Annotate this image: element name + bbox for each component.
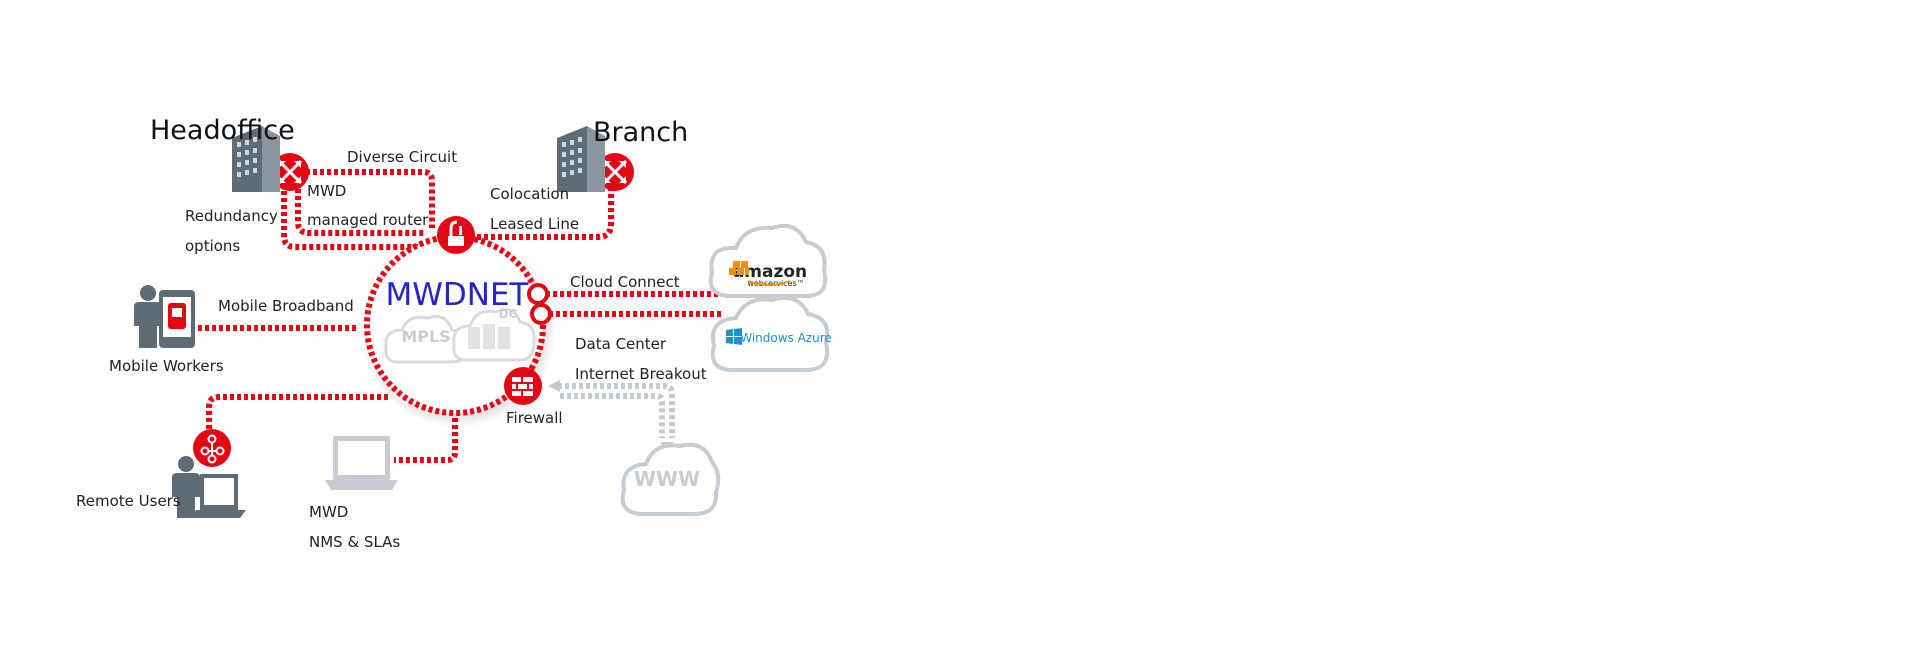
breakout-arrow-left — [548, 380, 560, 392]
firewall-icon — [504, 367, 542, 405]
managed-router-icon — [437, 216, 475, 254]
remote-users-label: Remote Users — [76, 492, 181, 510]
firewall-label: Firewall — [506, 409, 563, 427]
headoffice-building-icon — [232, 126, 280, 192]
windows-logo-icon — [726, 328, 742, 345]
amazon-logo-subtext: webservices™ — [747, 279, 804, 288]
nms-laptop-icon — [325, 436, 398, 490]
mwd-label: MWD — [307, 182, 346, 200]
cloud-connect-label: Cloud Connect — [570, 273, 680, 291]
headoffice-loop-inner — [295, 189, 425, 236]
dc-label: DC — [499, 307, 518, 321]
redundancy-label: Redundancy — [185, 207, 278, 225]
mobile-broadband-label: Mobile Broadband — [218, 297, 354, 315]
nms-slas-label: NMS & SLAs — [309, 533, 400, 551]
mpls-cloud-icon: MPLS — [384, 315, 468, 364]
internet-breakout-label: Internet Breakout — [575, 365, 707, 383]
mwdnet-core: MPLS DC MWDNET — [360, 232, 556, 428]
mobile-worker-icon — [134, 285, 195, 348]
aws-cubes-icon — [729, 261, 749, 275]
branch-building-icon — [557, 126, 605, 192]
amazon-smile-icon — [747, 280, 791, 286]
remote-user-icon — [172, 456, 246, 518]
managed-router-label: managed router — [307, 211, 429, 229]
mobile-workers-label: Mobile Workers — [109, 357, 224, 375]
colocation-label: Colocation — [490, 185, 569, 203]
amazon-cloud: amazon webservices™ — [708, 223, 828, 298]
cloud-connect-port-1 — [527, 283, 549, 305]
azure-logo: Windows Azure — [740, 331, 832, 345]
headoffice-title: Headoffice — [150, 115, 295, 146]
data-center-label: Data Center — [575, 335, 667, 353]
remote-access-node-icon — [193, 429, 231, 467]
leased-line — [470, 183, 614, 240]
www-cloud: WWW — [620, 442, 721, 516]
internet-breakout-line — [558, 383, 675, 438]
connection-lines — [198, 169, 722, 463]
options-label: options — [185, 237, 240, 255]
azure-cloud: Windows Azure — [710, 295, 832, 372]
dc-cloud-icon: DC — [452, 307, 536, 362]
nms-mwd-label: MWD — [309, 503, 348, 521]
mwdnet-title: MWDNET — [386, 277, 530, 313]
diverse-circuit-label: Diverse Circuit — [347, 148, 457, 166]
internet-breakout-line-inner — [560, 393, 665, 438]
www-label: WWW — [634, 467, 700, 491]
amazon-logo: amazon — [733, 262, 807, 282]
remote-users-line — [206, 394, 388, 433]
cloud-connect-port-2 — [530, 303, 552, 325]
leased-line-label: Leased Line — [490, 215, 579, 233]
headoffice-router-icon — [271, 153, 309, 191]
headoffice-loop-outer — [281, 184, 430, 250]
mpls-label: MPLS — [401, 327, 450, 346]
branch-router-icon — [596, 153, 634, 191]
branch-title: Branch — [593, 117, 688, 148]
